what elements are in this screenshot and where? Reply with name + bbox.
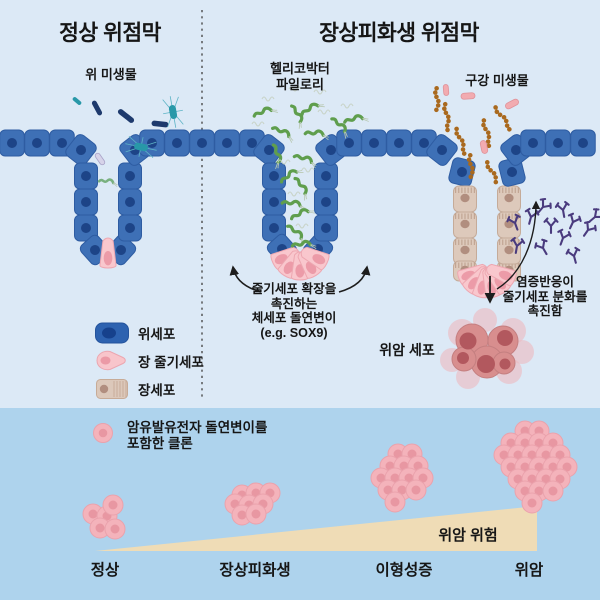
- note-inflammation: 염증반응이 줄기세포 분화를 촉진함: [503, 275, 588, 319]
- gastric-cell-icon: [95, 322, 129, 344]
- legend-label-intestinal-cell: 장세포: [138, 383, 176, 398]
- intestinal-cell-icon: [96, 379, 128, 399]
- legend-item-intestinal-cell: 장세포: [94, 377, 204, 401]
- title-metaplasia-mucosa: 장상피화생 위점막: [319, 21, 479, 45]
- microbe-icons: [72, 84, 519, 250]
- label-oral-microbes: 구강 미생물: [465, 73, 529, 88]
- label-h-pylori: 헬리코박터 파일로리: [270, 61, 330, 93]
- note-somatic-mutation-line3: 체세포 돌연변이: [251, 311, 337, 326]
- intestinal-stem-cell-icon: [96, 350, 126, 371]
- antibody-icons: [506, 197, 600, 264]
- risk-triangle: [95, 506, 537, 551]
- note-somatic-mutation-line4: (e.g. SOX9): [260, 325, 328, 340]
- note-inflammation-line1: 염증반응이: [516, 275, 574, 289]
- legend-label-gastric-cell: 위세포: [138, 327, 176, 342]
- label-cancer-risk: 위암 위험: [438, 527, 498, 544]
- legend: 위세포 장 줄기세포 장세포: [94, 321, 204, 401]
- note-oncogene-clone-line2: 포함한 클론: [127, 435, 193, 451]
- legend-label-intestinal-stem-cell: 장 줄기세포: [138, 355, 204, 370]
- label-cancer-cells: 위암 세포: [379, 342, 435, 358]
- label-gastric-microbes: 위 미생물: [85, 67, 137, 82]
- note-oncogene-clone-line1: 암유발유전자 돌연변이를: [127, 420, 268, 435]
- stage-label-cancer: 위암: [514, 562, 544, 579]
- label-h-pylori-line1: 헬리코박터: [270, 61, 330, 76]
- note-somatic-mutation-line2: 촉진하는: [270, 296, 318, 311]
- stage-label-metaplasia: 장상피화생: [219, 562, 291, 579]
- crypt-structures: [0, 129, 596, 299]
- stage-label-normal: 정상: [90, 562, 120, 579]
- legend-item-intestinal-stem-cell: 장 줄기세포: [94, 349, 204, 373]
- label-h-pylori-line2: 파일로리: [276, 77, 324, 92]
- cancer-cell-cluster: [440, 308, 534, 389]
- note-inflammation-line3: 촉진함: [527, 304, 563, 319]
- arrows: [229, 200, 541, 304]
- legend-item-gastric-cell: 위세포: [94, 321, 204, 345]
- note-somatic-mutation-line1: 줄기세포 확장을: [251, 282, 337, 296]
- note-somatic-mutation: 줄기세포 확장을 촉진하는 체세포 돌연변이 (e.g. SOX9): [252, 282, 337, 340]
- clone-clusters: [82, 420, 578, 540]
- note-inflammation-line2: 줄기세포 분화를: [502, 289, 588, 304]
- note-oncogene-clone: 암유발유전자 돌연변이를 포함한 클론: [127, 420, 267, 451]
- stage-label-dysplasia: 이형성증: [375, 562, 433, 579]
- title-normal-mucosa: 정상 위점막: [59, 21, 161, 45]
